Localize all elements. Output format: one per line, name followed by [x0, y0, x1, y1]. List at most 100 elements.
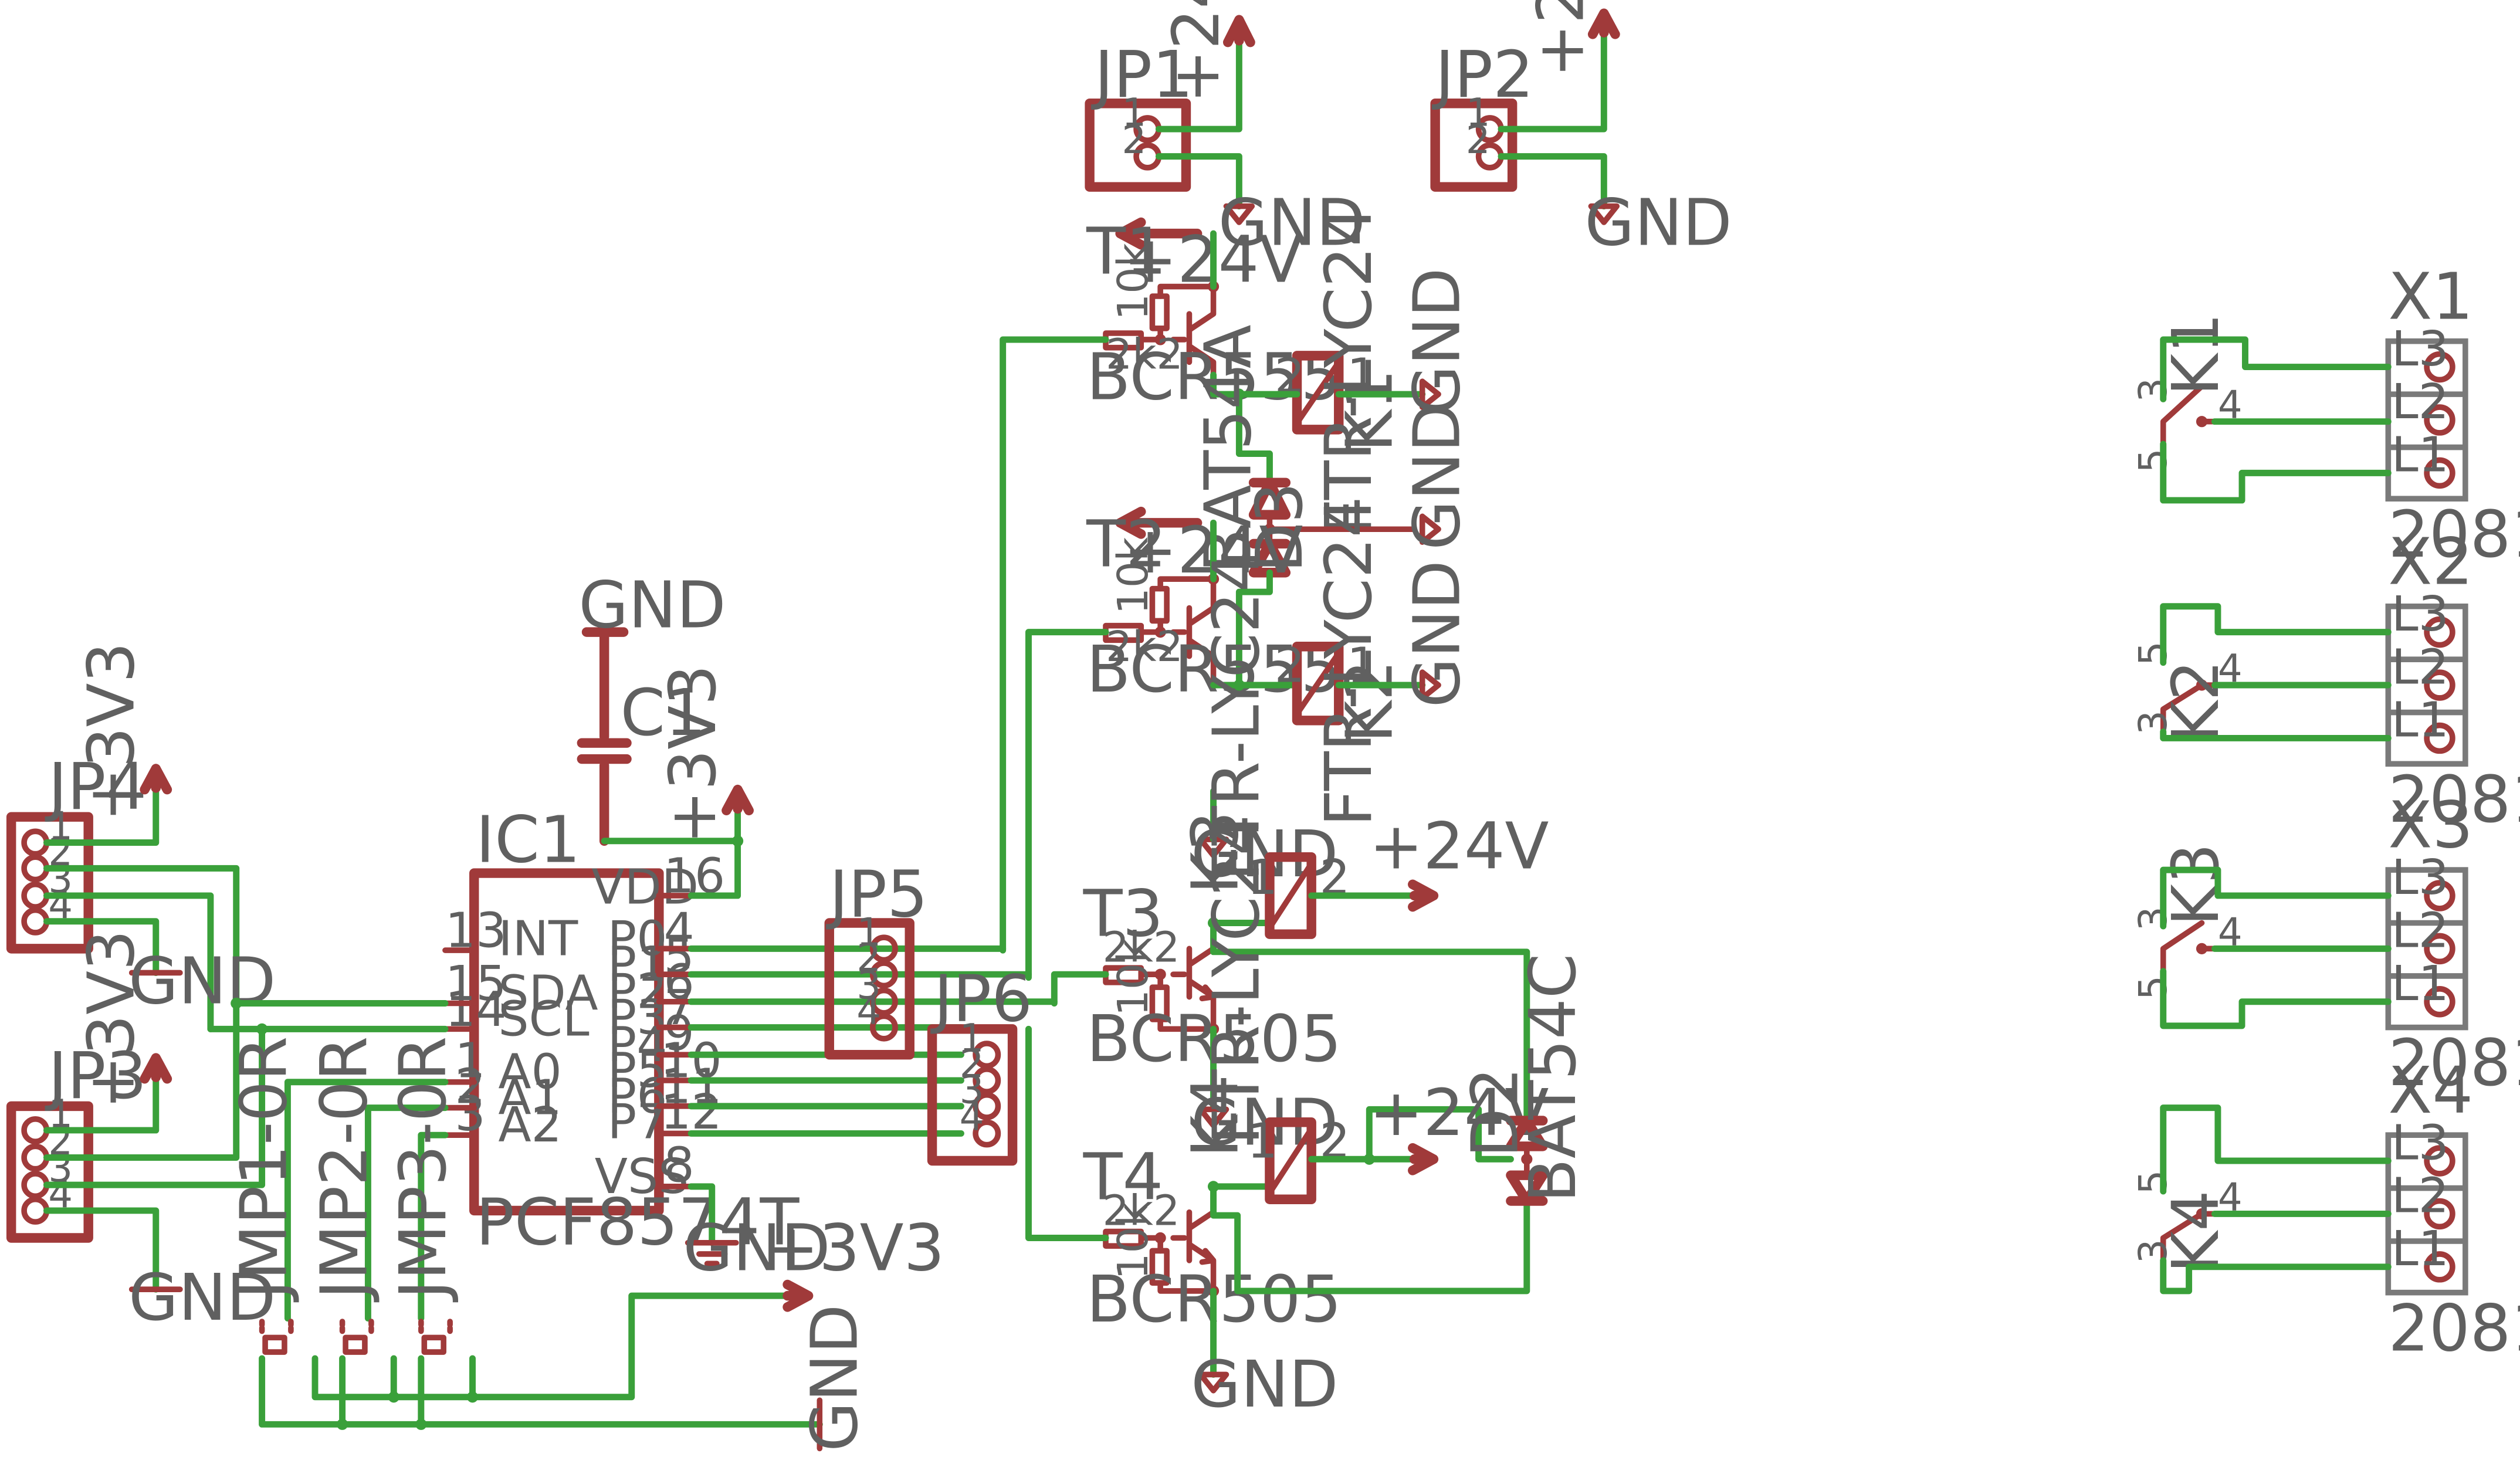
k1-contact-label: K1: [2158, 313, 2233, 396]
jp5-pin: 2: [856, 936, 881, 981]
x1-pin: L1: [2392, 428, 2449, 483]
terminal-x4: X4 L3 L2 L1 2081-1123: [2385, 1053, 2520, 1365]
relay-contact-k1: 3 4 5 K1: [2131, 313, 2243, 473]
jp3-v33-label: +3V3: [73, 930, 148, 1109]
vcc24-arrow-icon: [1408, 1143, 1439, 1175]
x3-label: X3: [2388, 788, 2473, 863]
ic1-pin-name: A0: [498, 1045, 562, 1100]
t1-rbase: 2k2: [1106, 330, 1183, 378]
ic1-pin-name: INT: [498, 911, 578, 967]
k2-contact: 3: [2131, 710, 2176, 735]
t4-gnd-label: GND: [1191, 1347, 1338, 1422]
x4-pin: L3: [2392, 1115, 2449, 1171]
jp4-v33-label: +3V3: [73, 642, 148, 822]
k1-part: FTR-LYC24: [1311, 206, 1386, 536]
gnd-symbol-icon: [1419, 378, 1441, 410]
x1-label: X1: [2388, 259, 2473, 334]
ic1-pin-name: P0: [608, 911, 668, 967]
gnd-symbol-icon: [685, 1239, 739, 1267]
jp1-label: JP1: [1091, 37, 1193, 112]
x1-part: 2081-1123: [2388, 497, 2520, 572]
ic1-pin-name: P7: [608, 1095, 668, 1150]
k3-part: FTR-LYC24: [1198, 551, 1273, 882]
t2-rbase: 2k2: [1106, 622, 1183, 671]
jp1-pin2: 2: [1122, 117, 1146, 162]
jp5-pin: 3: [856, 963, 881, 1008]
d3-gnd-label: GND: [1400, 403, 1475, 550]
x3-pin: L2: [2392, 903, 2449, 959]
vcc33-arrow-icon: [140, 1053, 172, 1084]
jp1-header: JP1 1 2: [1085, 37, 1193, 192]
x4-part: 2081-1123: [2388, 1290, 2520, 1365]
jp4-header: JP4 1 2 3 4: [6, 749, 147, 954]
k3-pin-a: 1: [1247, 850, 1278, 906]
k2-part: FTR-LYC24: [1311, 496, 1386, 826]
jp5-pin: 4: [856, 988, 881, 1034]
jp2-gnd-label: GND: [1584, 185, 1732, 260]
jp6-pin: 1: [960, 1016, 984, 1061]
t2-label: T2: [1086, 506, 1167, 581]
diode-d2: D2 BAT54C: [1457, 954, 1590, 1206]
capacitor-c1: GND C1: [577, 567, 726, 846]
jp6-pin: 2: [960, 1042, 984, 1087]
jp2-label: JP2: [1432, 37, 1534, 112]
relay-coil-k3: 1 2 FTR-LYC24 K3: [1178, 551, 1350, 939]
k2-gnd-label: GND: [1400, 560, 1475, 707]
relay-contact-k4: 5 4 3 K4: [2131, 1170, 2243, 1273]
c1-label: C1: [621, 675, 706, 750]
k4-coil-label: K4: [1178, 1075, 1253, 1158]
t3-rbe: 10k: [1109, 938, 1157, 1016]
x2-part: 2081-1123: [2388, 762, 2520, 837]
gnd-symbol-icon: [1197, 1106, 1229, 1129]
jp3-label: JP3: [45, 1038, 147, 1113]
jmp-v33-label: +3V3: [765, 1210, 944, 1285]
ic1-pin-name: VSS: [595, 1149, 689, 1205]
jmp1-label: JMP1-0R: [226, 1036, 302, 1303]
ic1-pin-name: A1: [498, 1070, 562, 1126]
vcc33-arrow-icon: [722, 784, 754, 815]
jp2-header: JP2 1 2: [1430, 37, 1534, 192]
k3-coil-label: K3: [1178, 811, 1253, 894]
x4-pin: L2: [2392, 1168, 2449, 1224]
relay-coil-k4: 1 2 FTR-LYC24 K4: [1178, 815, 1350, 1204]
jumper-jmp3: JMP3-0R: [385, 1036, 460, 1355]
t4-rbe: 10k: [1109, 1202, 1157, 1280]
k2-contact-label: K2: [2158, 660, 2233, 743]
jp6-label: JP6: [930, 961, 1032, 1036]
vcc33-arrow-icon: [140, 764, 172, 795]
c1-gnd-label: GND: [578, 567, 726, 642]
t1-rbe: 10k: [1109, 242, 1157, 320]
jp4-gnd-label: GND: [128, 944, 276, 1019]
ic1-pin-name: SDA: [498, 965, 598, 1021]
ic1-pin-name: P1: [608, 937, 668, 992]
k2-coil-label: K2: [1332, 660, 1407, 743]
jmp2-label: JMP2-0R: [307, 1036, 382, 1303]
ic1-pin-name: P6: [608, 1069, 668, 1124]
k3-contact: 3: [2131, 906, 2176, 931]
ic1-label: IC1: [476, 802, 581, 877]
ic1-pcf8574t: IC1 PCF8574T 13 INT 15 SDA 14 SCL 1 A0 2…: [442, 802, 800, 1259]
d2-part: BAT54C: [1515, 954, 1590, 1203]
jumper-jmp1: JMP1-0R: [226, 1036, 302, 1355]
ic1-pin-name: VDD: [591, 860, 699, 916]
d2-label: D2: [1457, 1067, 1532, 1157]
jp5-label: JP5: [826, 857, 928, 932]
relay-contact-k2: 5 4 3 K2: [2131, 641, 2243, 743]
t3-label: T3: [1083, 876, 1164, 951]
vcc24-arrow-icon: [1222, 15, 1255, 48]
x3-pin: L1: [2392, 956, 2449, 1012]
jmp-gnd-label: GND: [797, 1304, 872, 1452]
k4-pin-a: 1: [1247, 1114, 1278, 1170]
jp1-v24-label: +24V: [1159, 0, 1234, 103]
x3-part: 2081-1123: [2388, 1025, 2520, 1100]
k3-contact: 5: [2131, 975, 2176, 1000]
k1-contact: 3: [2131, 378, 2176, 402]
x4-label: X4: [2388, 1053, 2473, 1128]
terminal-x1: X1 L3 L2 L1 2081-1123: [2385, 259, 2520, 572]
c1-v33-label: +3V3: [655, 665, 730, 844]
jp6-pin: 4: [960, 1095, 984, 1140]
jp2-pin2: 2: [1466, 117, 1491, 162]
jp2-pin1: 1: [1466, 90, 1491, 135]
gnd-symbol-icon: [1197, 1371, 1229, 1394]
